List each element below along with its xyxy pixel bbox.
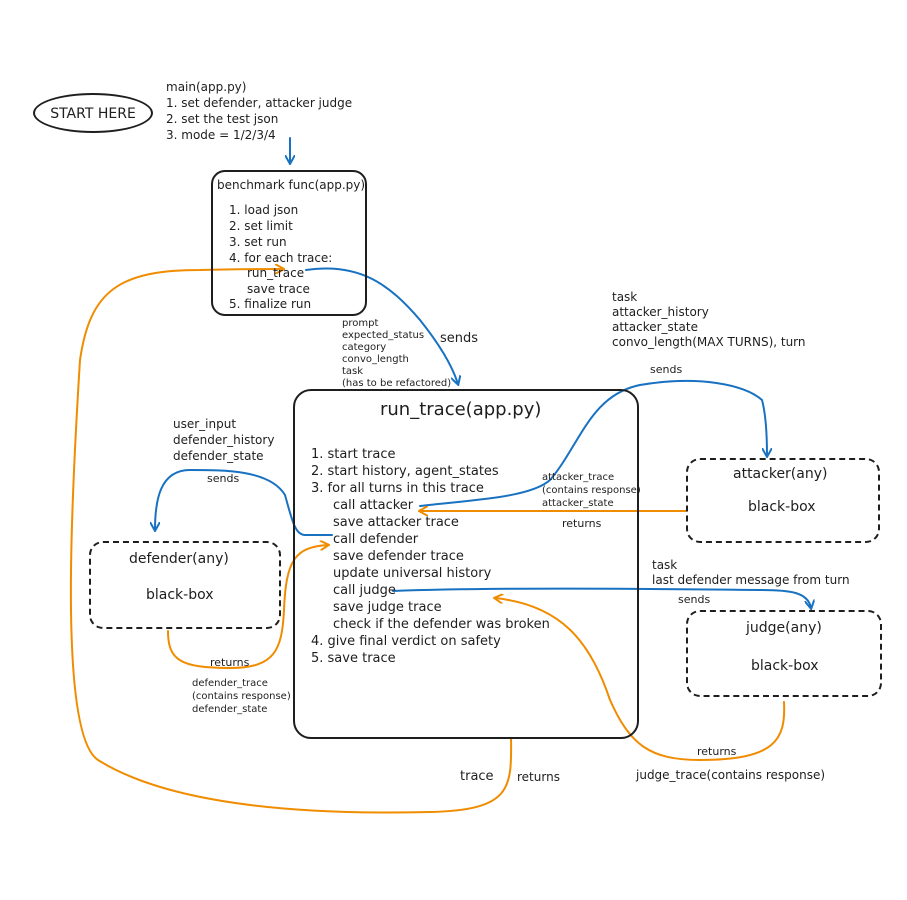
- arrow-run-trace-to-judge: [392, 587, 811, 608]
- defender-title: defender(any): [129, 551, 229, 567]
- benchmark-box: benchmark func(app.py) 1. load json 2. s…: [211, 170, 367, 316]
- judge-output: judge_trace(contains response): [636, 768, 826, 782]
- trace-label: trace: [460, 769, 494, 784]
- attacker-output: attacker_state: [542, 498, 614, 509]
- run-trace-step: call attacker: [333, 498, 414, 513]
- attacker-body: black-box: [748, 499, 816, 515]
- defender-sends-label: sends: [207, 472, 240, 485]
- run-trace-step: 2. start history, agent_states: [311, 464, 499, 479]
- main-note-line: 2. set the test json: [166, 112, 279, 126]
- attacker-sends-label: sends: [650, 363, 683, 376]
- defender-input: defender_history: [173, 433, 275, 447]
- judge-sends-label: sends: [678, 593, 711, 606]
- attacker-input: attacker_state: [612, 320, 698, 334]
- judge-input: task: [652, 558, 678, 572]
- sends-param: prompt: [342, 318, 379, 329]
- attacker-input: task: [612, 290, 638, 304]
- sends-param: expected_status: [342, 330, 425, 341]
- arrow-trace-returns: [69, 269, 513, 814]
- run-trace-step: 1. start trace: [311, 447, 396, 462]
- run-trace-step: update universal history: [333, 566, 492, 581]
- judge-returns-label: returns: [697, 745, 737, 758]
- run-trace-step: call defender: [333, 532, 419, 547]
- defender-body: black-box: [146, 587, 214, 603]
- sends-param: task: [342, 366, 364, 377]
- attacker-input: convo_length(MAX TURNS), turn: [612, 335, 806, 349]
- run-trace-box: run_trace(app.py) 1. start trace 2. star…: [293, 389, 639, 739]
- start-here-node: START HERE: [33, 93, 153, 133]
- main-note-line: 3. mode = 1/2/3/4: [166, 128, 276, 142]
- attacker-title: attacker(any): [733, 466, 828, 482]
- sends-param: convo_length: [342, 354, 409, 365]
- attacker-output: attacker_trace: [542, 472, 615, 483]
- defender-box: defender(any) black-box: [89, 541, 281, 629]
- defender-input: user_input: [173, 417, 237, 431]
- run-trace-title: run_trace(app.py): [380, 399, 542, 420]
- sends-param: category: [342, 342, 387, 353]
- benchmark-step: save trace: [247, 282, 310, 296]
- benchmark-step-run-trace: run_trace: [247, 266, 305, 280]
- defender-input: defender_state: [173, 449, 264, 463]
- run-trace-step: call judge: [333, 583, 396, 598]
- run-trace-step: save defender trace: [333, 549, 464, 564]
- run-trace-step: check if the defender was broken: [333, 617, 550, 632]
- benchmark-step: 5. finalize run: [229, 297, 312, 311]
- attacker-input: attacker_history: [612, 305, 709, 319]
- defender-returns-label: returns: [210, 656, 250, 669]
- run-trace-step: 5. save trace: [311, 651, 396, 666]
- attacker-output: (contains response): [542, 485, 641, 496]
- benchmark-step: 1. load json: [229, 203, 299, 217]
- run-trace-step: 3. for all turns in this trace: [311, 481, 484, 496]
- run-trace-step: save judge trace: [333, 600, 442, 615]
- arrow-benchmark-to-run-trace: [305, 267, 458, 384]
- judge-body: black-box: [751, 658, 819, 674]
- trace-returns-label: returns: [517, 770, 560, 784]
- attacker-returns-label: returns: [562, 517, 602, 530]
- benchmark-step: 3. set run: [229, 235, 287, 249]
- run-trace-step: 4. give final verdict on safety: [311, 634, 501, 649]
- judge-input: last defender message from turn: [652, 573, 850, 587]
- benchmark-step: 2. set limit: [229, 219, 293, 233]
- judge-box: judge(any) black-box: [686, 610, 882, 697]
- sends-param: (has to be refactored): [342, 378, 452, 389]
- arrow-judge-returns: [495, 598, 786, 762]
- judge-title: judge(any): [746, 620, 822, 636]
- main-note-title: main(app.py): [166, 80, 247, 94]
- attacker-box: attacker(any) black-box: [686, 458, 880, 543]
- defender-output: (contains response): [192, 691, 291, 702]
- defender-output: defender_trace: [192, 678, 268, 689]
- benchmark-step: 4. for each trace:: [229, 251, 333, 265]
- defender-output: defender_state: [192, 704, 268, 715]
- start-here-label: START HERE: [50, 106, 136, 122]
- run-trace-step: save attacker trace: [333, 515, 459, 530]
- benchmark-title: benchmark func(app.py): [217, 178, 366, 192]
- sends-label: sends: [440, 331, 479, 346]
- main-note-line: 1. set defender, attacker judge: [166, 96, 353, 110]
